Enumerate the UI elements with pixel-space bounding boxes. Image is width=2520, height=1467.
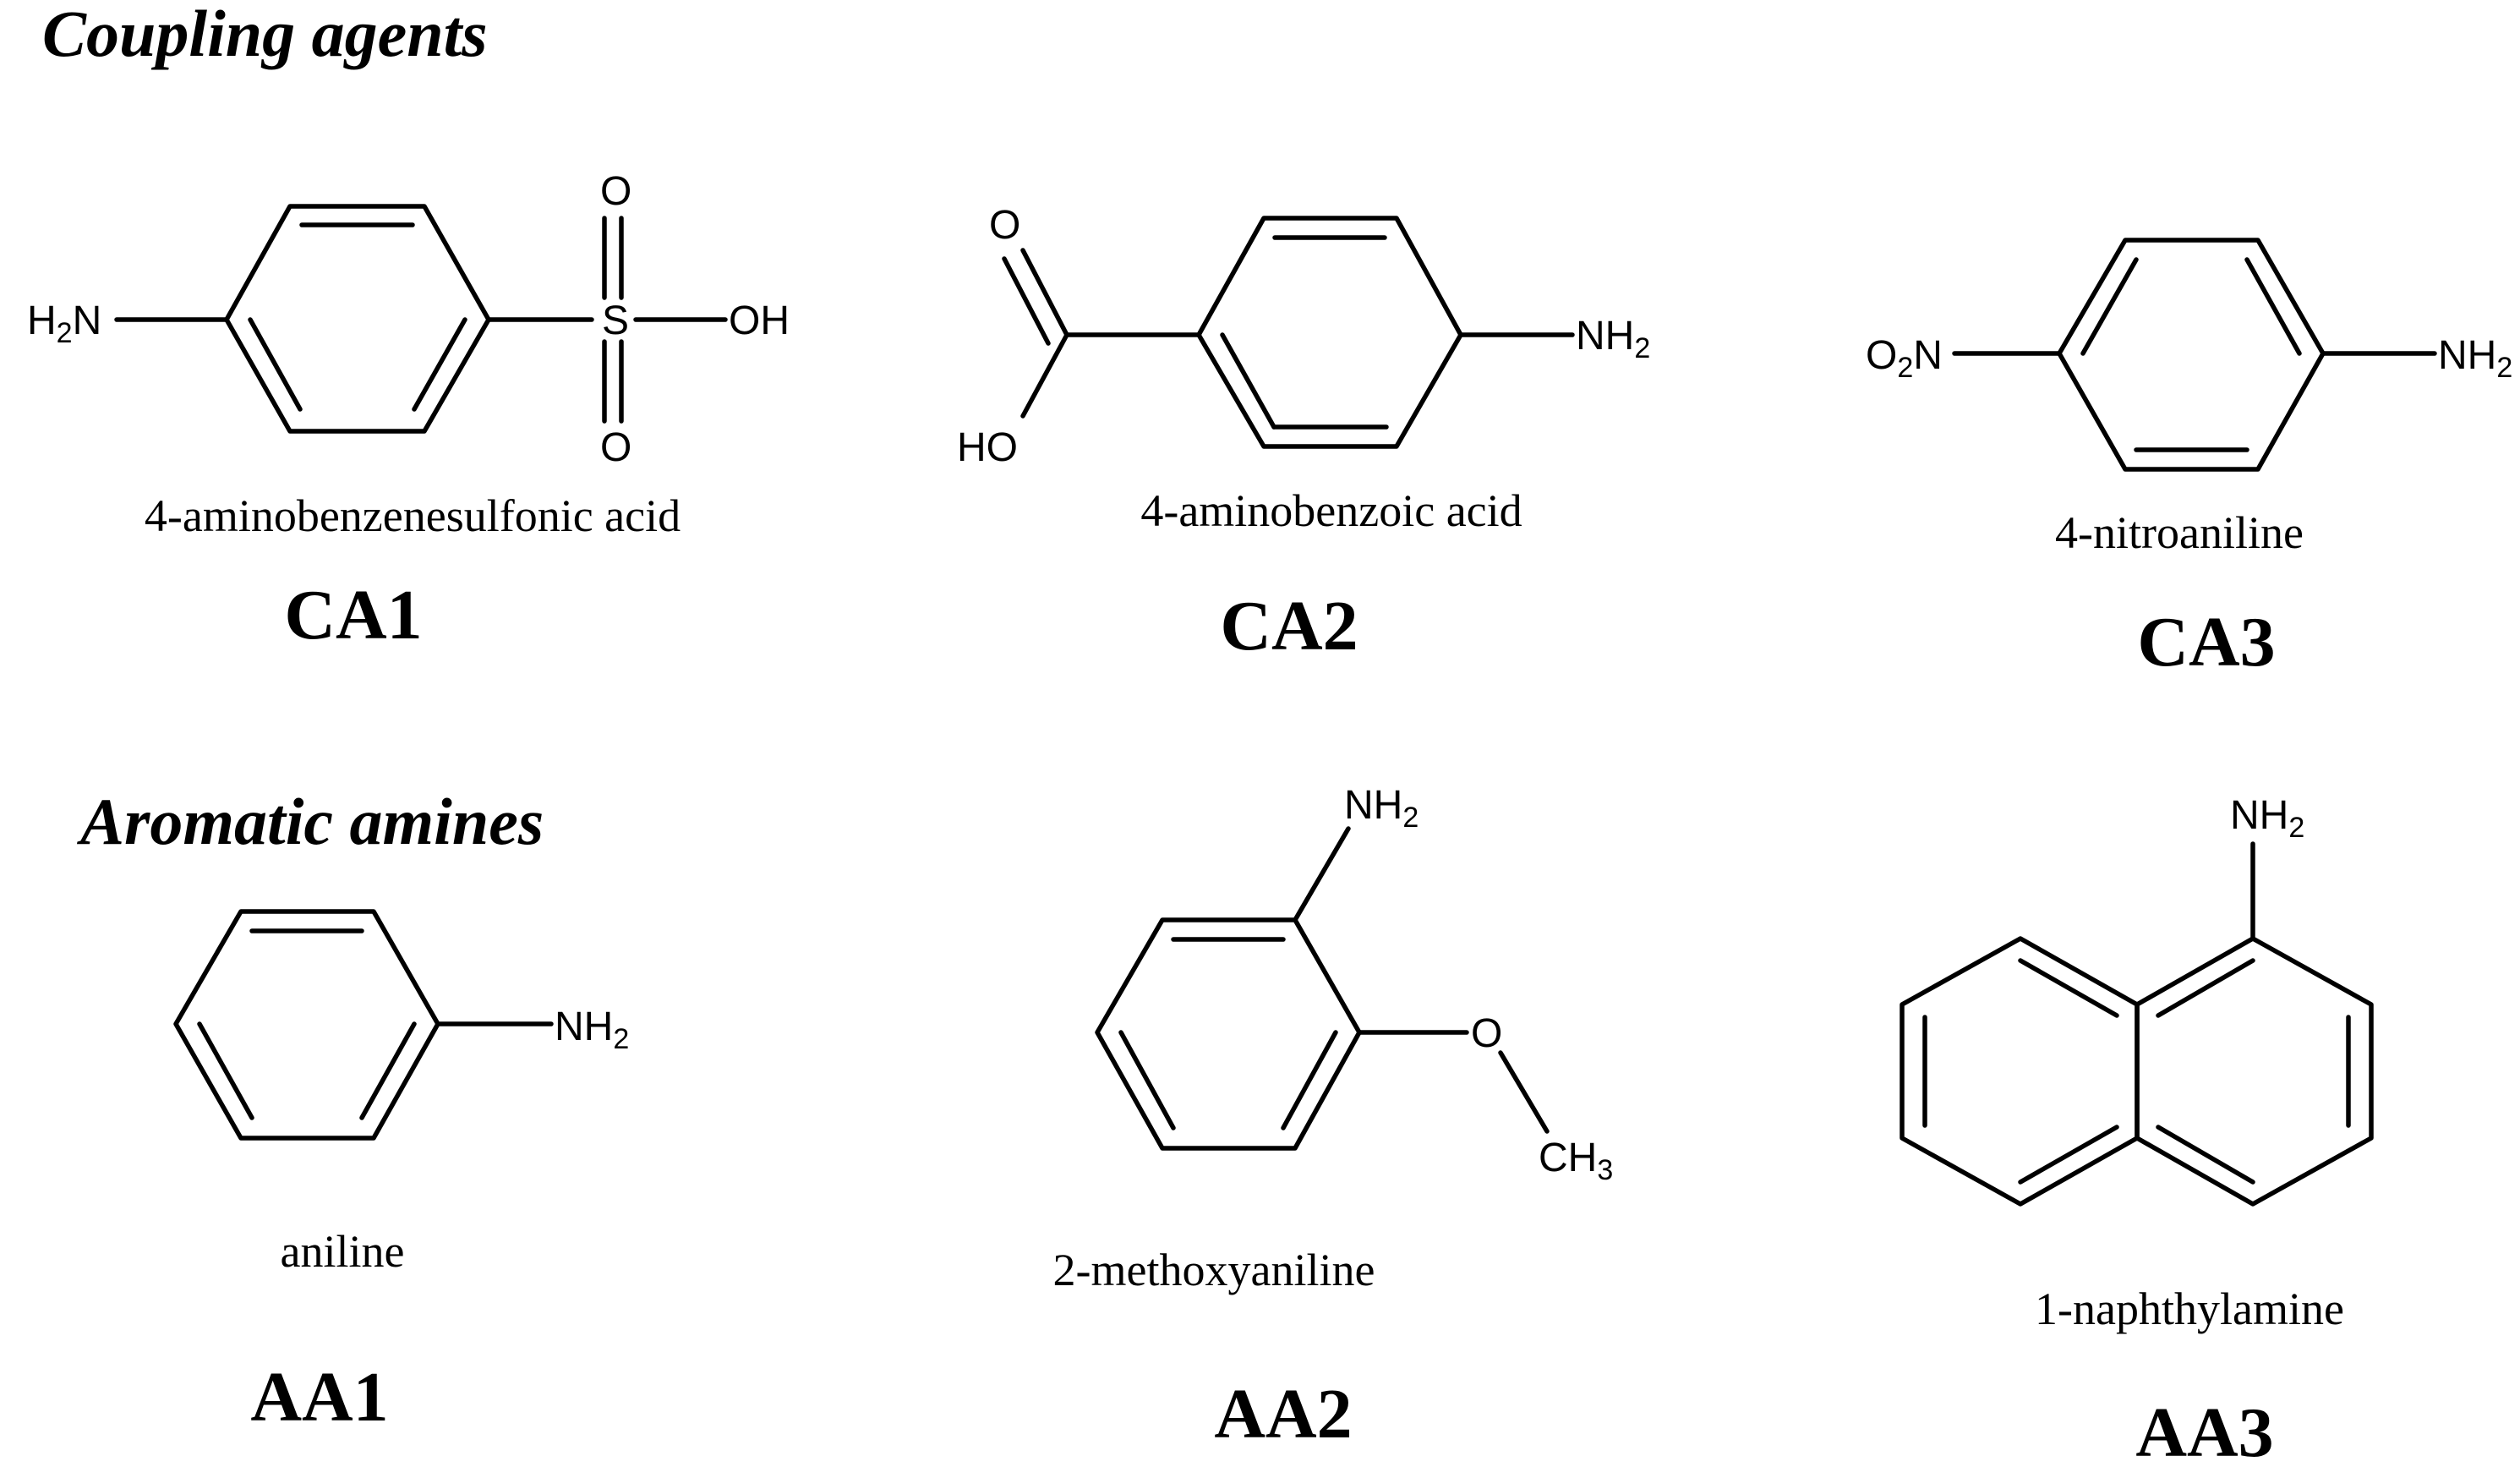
ring-double-bond (2244, 257, 2302, 356)
compound-name-ca1: 4-aminobenzenesulfonic acid (145, 490, 681, 541)
ring-double-bond (359, 1021, 417, 1120)
compound-name-aa1: aniline (281, 1226, 405, 1277)
naphthalene-right-ring (2135, 936, 2374, 1207)
structure-ca1: H2N S O O OH (27, 169, 790, 470)
ring-double-bond (1220, 332, 1276, 430)
ring-double-bond (2018, 1125, 2119, 1185)
oxo-top-label: O (600, 169, 631, 214)
compound-code-ca1: CA1 (284, 576, 422, 654)
ring-double-bond (2156, 958, 2255, 1018)
compound-name-aa3: 1-naphthylamine (2035, 1284, 2344, 1334)
hydroxyl-label: OH (729, 298, 790, 343)
ring-double-bond (2080, 257, 2139, 356)
ring-double-bond (412, 317, 467, 412)
compound-code-aa2: AA2 (1214, 1375, 1352, 1453)
oxo-bottom-label: O (600, 425, 631, 470)
structure-aa1: NH2 (173, 909, 629, 1141)
compound-name-aa2: 2-methoxyaniline (1053, 1245, 1375, 1295)
ring-double-bond (2018, 958, 2119, 1018)
amine-label: H2N (27, 298, 101, 349)
c-n-bond (1293, 826, 1351, 922)
compound-code-ca3: CA3 (2137, 603, 2275, 681)
benzene-ring-aa2 (1095, 917, 1362, 1151)
o-ch3-bond (1498, 1050, 1550, 1134)
ring-double-bond (2156, 1125, 2255, 1185)
ring-double-bond (197, 1021, 254, 1120)
heading-aromatic-amines: Aromatic amines (76, 785, 544, 858)
compound-code-aa1: AA1 (250, 1358, 388, 1437)
compound-name-ca2: 4-aminobenzoic acid (1140, 485, 1522, 536)
oxygen-label: O (1471, 1011, 1502, 1056)
carbonyl-oxygen-label: O (989, 203, 1020, 248)
structure-aa2: NH2 O CH3 (1095, 783, 1613, 1186)
ring-double-bond (1118, 1030, 1176, 1130)
benzene-ring-aa1 (173, 909, 440, 1141)
amine-label: NH2 (1576, 314, 1650, 364)
heading-coupling-agents: Coupling agents (42, 0, 488, 70)
compound-code-aa3: AA3 (2135, 1393, 2273, 1467)
c-oh-bond (1020, 332, 1069, 419)
benzene-ring-ca2 (1196, 216, 1463, 449)
c-o-double-bond (1020, 248, 1069, 337)
hydroxyl-label: HO (957, 425, 1018, 470)
sulfur-label: S (602, 298, 629, 343)
amine-label: NH2 (2230, 793, 2304, 844)
structure-aa3: NH2 (1900, 793, 2374, 1207)
structure-ca2: O HO NH2 (957, 203, 1650, 470)
compound-name-ca3: 4-nitroaniline (2055, 507, 2304, 558)
benzene-ring-ca3 (2057, 238, 2326, 472)
naphthalene-left-ring (1900, 936, 2140, 1207)
methyl-label: CH3 (1539, 1136, 1613, 1186)
compound-code-ca2: CA2 (1220, 587, 1358, 665)
structure-ca3: O2N NH2 (1866, 238, 2512, 472)
ring-double-bond (1281, 1030, 1338, 1130)
nitro-label: O2N (1866, 333, 1943, 384)
amine-label: NH2 (2438, 333, 2512, 384)
c-o-double-bond (1002, 256, 1051, 346)
benzene-ring-ca1 (224, 204, 491, 434)
amine-label: NH2 (555, 1004, 629, 1055)
amine-label: NH2 (1344, 783, 1419, 834)
ring-double-bond (248, 317, 303, 412)
